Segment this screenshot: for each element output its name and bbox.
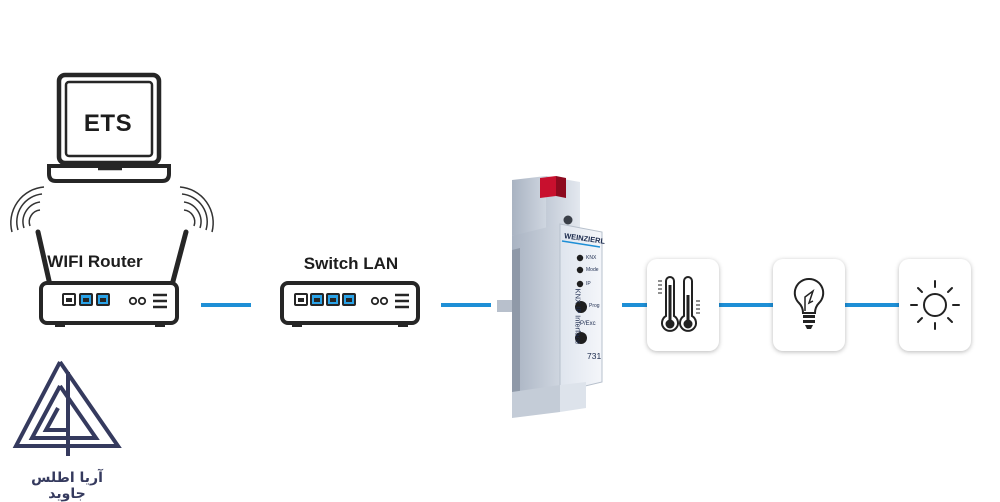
switch-ports: [294, 293, 356, 306]
knx-led: [576, 254, 584, 262]
led-ip-label: IP: [586, 281, 591, 287]
led-mode-label: Mode: [586, 267, 599, 273]
thermometer-tile: [647, 259, 719, 351]
prog-label: Prog: [589, 303, 600, 309]
company-logo-text: آریا اطلس جاوید: [31, 470, 103, 502]
sun-icon: [910, 280, 960, 330]
mode-led: [576, 266, 584, 274]
sun-tile: [899, 259, 971, 351]
prog-button[interactable]: [575, 301, 587, 313]
ip-led: [576, 280, 584, 288]
light-bulb-icon: [793, 277, 825, 329]
exc-label: P/Exc: [580, 321, 596, 327]
router-label: WIFI Router: [47, 252, 143, 271]
router-ports: [62, 293, 110, 306]
thermometer-icon: [658, 276, 700, 332]
light-bulb-tile: [773, 259, 845, 351]
led-knx-label: KNX: [586, 255, 597, 261]
switch-label: Switch LAN: [303, 254, 399, 273]
exc-button[interactable]: [575, 332, 587, 344]
laptop-label: ETS: [83, 110, 133, 137]
device-number: 731: [587, 351, 602, 361]
